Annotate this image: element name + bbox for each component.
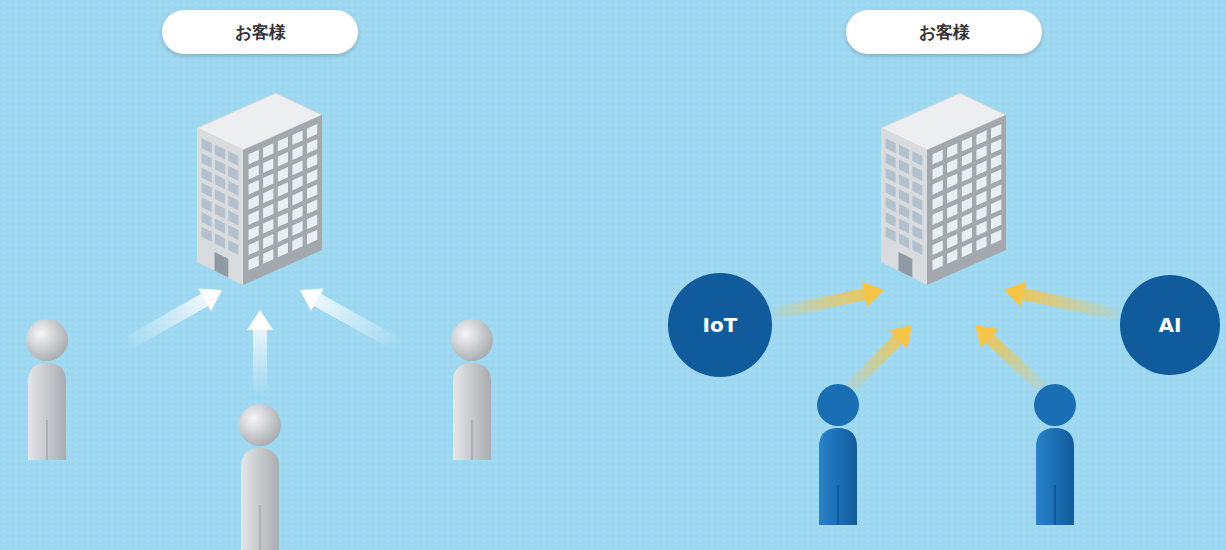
label-pill: お客様 [162,10,358,54]
person-figure [26,319,68,460]
person-figure [239,404,281,550]
label-pill: お客様 [846,10,1042,54]
flow-arrow [773,281,884,313]
label-text: お客様 [919,21,970,44]
person-figure [817,384,859,525]
person-figure [451,319,493,460]
circle-label: AI [1159,313,1182,337]
customer-building: お客様 [195,95,325,290]
customer-building: お客様 [879,95,1009,290]
flow-arrow [848,325,1045,390]
circle-label: IoT [703,313,738,337]
building [881,93,1006,285]
flow-arrow [125,289,398,396]
building [197,93,322,285]
person-figure [1034,384,1076,525]
tech-circle: AI [1120,275,1220,375]
label-text: お客様 [235,21,286,44]
flow-arrow [1004,281,1119,314]
tech-circle: IoT [668,273,772,377]
